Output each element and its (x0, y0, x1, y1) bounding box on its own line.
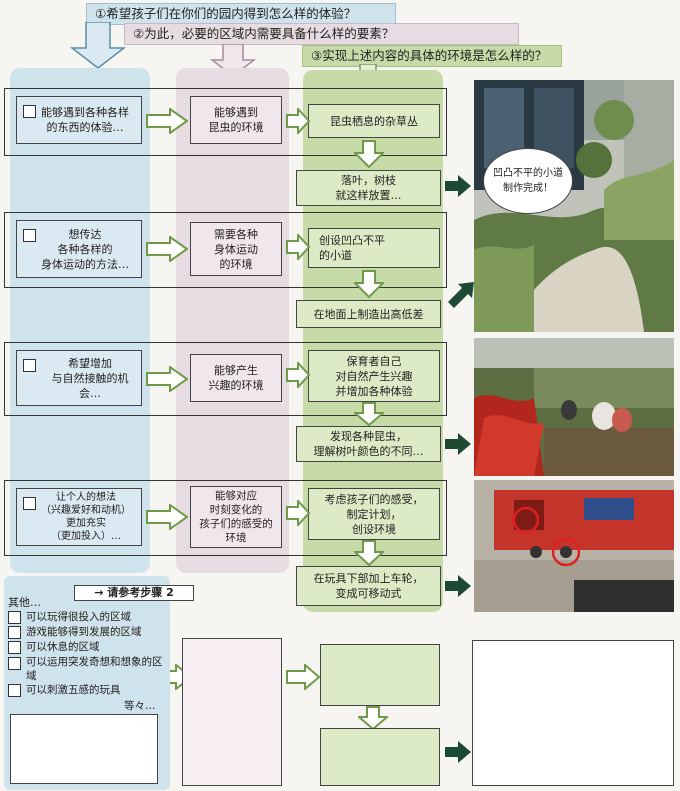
row-frame-1 (4, 88, 447, 156)
right-arrow-icon (286, 108, 310, 134)
right-arrow-icon (286, 234, 310, 260)
movable-toy-photo (474, 480, 674, 612)
down-arrow-icon (358, 706, 388, 730)
dark-right-arrow-icon (445, 575, 471, 597)
right-arrow-icon (286, 500, 310, 526)
checkbox[interactable] (8, 657, 21, 670)
step-reference-label: → 请参考步骤 2 (74, 585, 194, 601)
need-box-3: 能够产生兴趣的环境 (190, 354, 282, 402)
list-item: 游戏能够得到发展的区域 (8, 625, 168, 640)
experience-box-4: 让个人的想法（兴趣爱好和动机）更加充实（更加投入）… (16, 488, 142, 546)
speech-bubble: 凹凸不平的小道制作完成！ (483, 148, 573, 214)
right-arrow-icon (146, 366, 188, 392)
down-arrow-icon (354, 140, 384, 168)
blank-env-box-top[interactable] (320, 644, 440, 706)
env-box-1-top: 昆虫栖息的杂草丛 (308, 104, 440, 138)
env-box-3-bottom: 发现各种昆虫，理解树叶颜色的不同… (296, 426, 441, 462)
blank-env-box-bottom[interactable] (320, 728, 440, 786)
row-frame-3 (4, 342, 447, 416)
dark-right-arrow-icon (445, 433, 471, 455)
list-item: 可以刺激五感的玩具 (8, 683, 168, 698)
env-box-4-top: 考虑孩子们的感受，制定计划，创设环境 (308, 488, 440, 540)
question-2: ②为此，必要的区域内需要具备什么样的要素？ (124, 23, 519, 45)
down-arrow-blue-icon (70, 22, 126, 69)
checkbox[interactable] (23, 105, 36, 118)
list-item: 可以运用突发奇想和想象的区域 (8, 655, 168, 683)
checkbox[interactable] (8, 641, 21, 654)
checkbox[interactable] (8, 611, 21, 624)
env-box-3-top: 保育者自己对自然产生兴趣并增加各种体验 (308, 350, 440, 402)
down-arrow-icon (354, 270, 384, 298)
row-frame-4 (4, 480, 447, 556)
etc-label: 等々… (124, 700, 156, 712)
list-item: 可以休息的区域 (8, 640, 168, 655)
others-title: 其他… (8, 596, 41, 609)
right-arrow-icon (146, 108, 188, 134)
checkbox[interactable] (8, 626, 21, 639)
need-box-1: 能够遇到昆虫的环境 (190, 96, 282, 144)
env-box-1-bottom: 落叶，树枝就这样放置… (296, 170, 441, 206)
checkbox[interactable] (23, 359, 36, 372)
env-box-2-top: 创设凹凸不平的小道 (308, 228, 440, 268)
dark-right-arrow-icon (445, 741, 471, 763)
down-arrow-icon (354, 540, 384, 566)
row-frame-2 (4, 212, 447, 288)
need-box-2: 需要各种身体运动的环境 (190, 222, 282, 276)
question-3: ③实现上述内容的具体的环境是怎么样的？ (302, 45, 562, 67)
right-arrow-icon (286, 362, 310, 388)
need-box-4: 能够对应时刻变化的孩子们的感受的环境 (190, 486, 282, 548)
right-arrow-icon (146, 236, 188, 262)
others-list: 可以玩得很投入的区域 游戏能够得到发展的区域 可以休息的区域 可以运用突发奇想和… (8, 610, 168, 698)
env-box-2-bottom: 在地面上制造出高低差 (296, 300, 441, 328)
list-item: 可以玩得很投入的区域 (8, 610, 168, 625)
checkbox[interactable] (23, 229, 36, 242)
blank-photo-box[interactable] (472, 640, 674, 786)
blank-need-box[interactable] (182, 638, 282, 786)
right-arrow-icon (286, 664, 320, 690)
experience-box-1: 能够遇到各种各样的东西的体验… (16, 96, 142, 144)
dark-right-arrow-icon (445, 175, 471, 197)
children-garden-photo (474, 338, 674, 476)
question-1: ①希望孩子们在你们的园内得到怎么样的体验？ (86, 3, 396, 25)
experience-box-3: 希望增加与自然接触的机会… (16, 350, 142, 406)
experience-box-2: 想传达各种各样的身体运动的方法… (16, 220, 142, 278)
right-arrow-icon (146, 504, 188, 530)
garden-path-photo (474, 80, 674, 332)
checkbox[interactable] (23, 497, 36, 510)
checkbox[interactable] (8, 684, 21, 697)
env-box-4-bottom: 在玩具下部加上车轮，变成可移动式 (296, 566, 441, 606)
blank-experience-box[interactable] (10, 714, 158, 784)
dark-diagonal-arrow-icon (448, 282, 474, 308)
down-arrow-icon (354, 402, 384, 426)
